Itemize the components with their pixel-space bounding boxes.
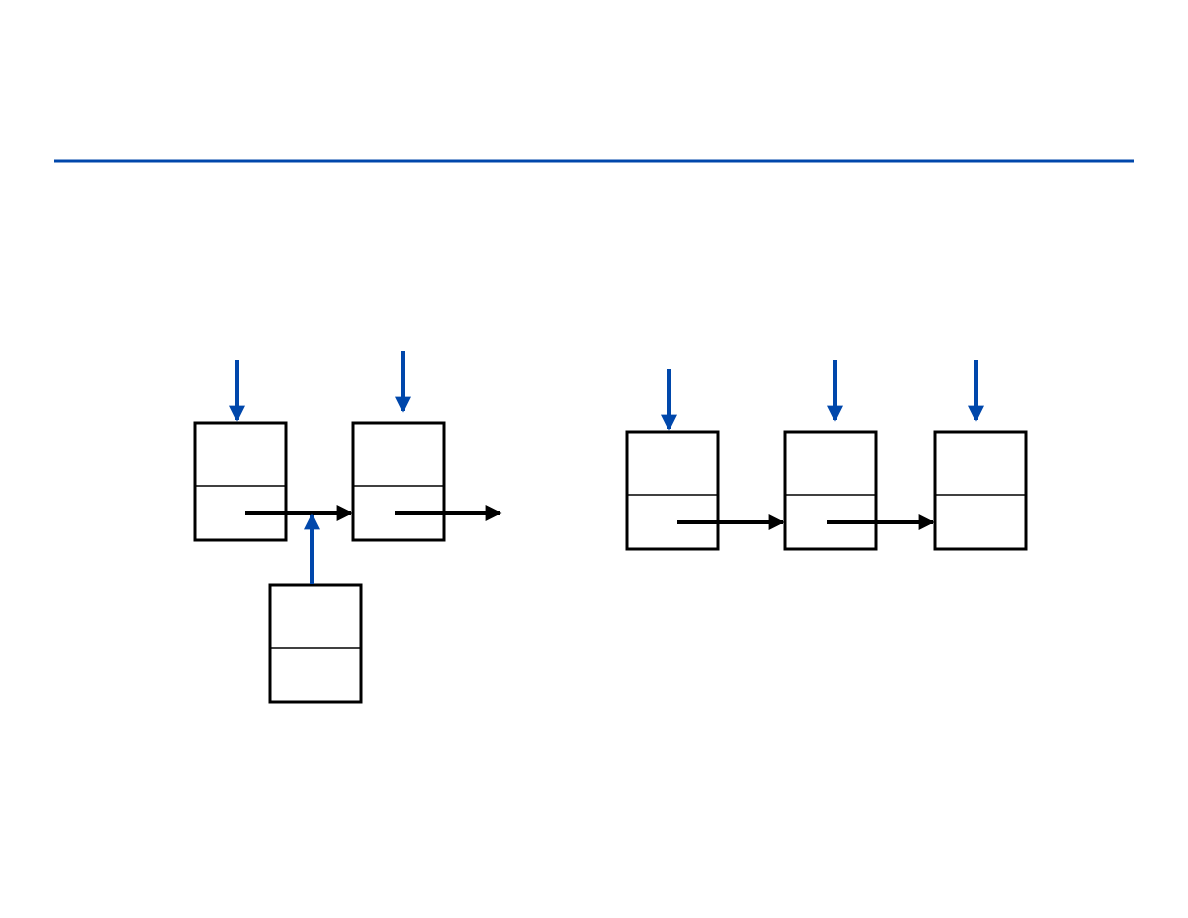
right-node-3 bbox=[933, 430, 1028, 551]
right-node-1 bbox=[625, 430, 720, 551]
left-node-3 bbox=[268, 583, 363, 704]
right-node-2 bbox=[783, 430, 878, 551]
left-node-1 bbox=[193, 421, 288, 542]
left-node-2 bbox=[351, 421, 446, 542]
